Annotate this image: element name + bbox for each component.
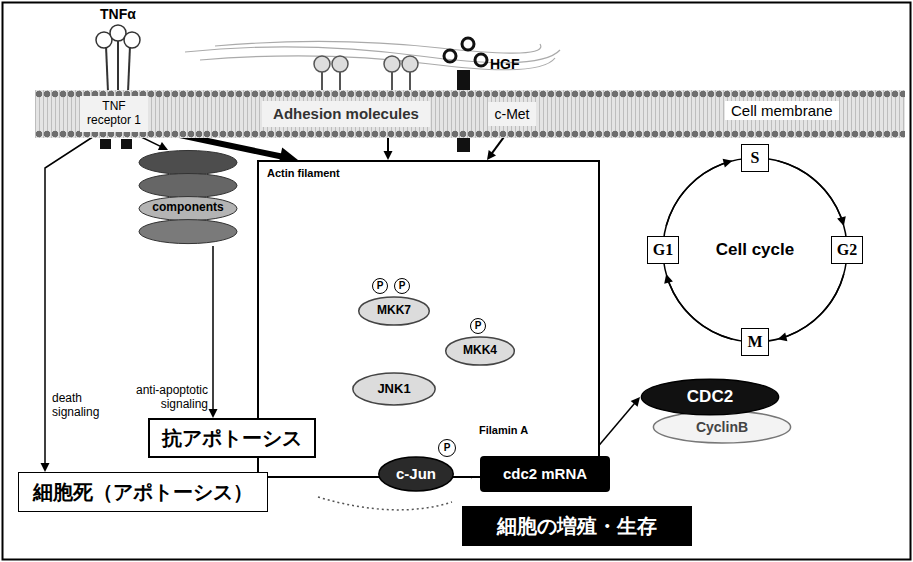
phospho-mark: P (438, 439, 456, 457)
phase-box: S (741, 144, 769, 172)
outcome-box: 細胞の増殖・生存 (462, 506, 692, 546)
node-text: c-Met (495, 106, 530, 122)
phospho-mark: P (372, 278, 388, 294)
phase-box: G2 (831, 236, 863, 264)
node-text: CDC2 (687, 387, 733, 407)
node-text: Cell membrane (725, 101, 839, 120)
connector-line (666, 163, 724, 226)
outcome-box: 抗アポトーシス (148, 418, 316, 458)
node-text: M (747, 333, 762, 351)
node-text: Actin filament (267, 167, 340, 180)
adhesion-receptors (314, 56, 418, 90)
arrowhead (631, 397, 640, 407)
connector (778, 274, 844, 341)
phospho-mark: P (470, 318, 486, 334)
node-text: 細胞死（アポトーシス） (33, 481, 253, 504)
node-text: S (751, 149, 760, 167)
edge-label: death signaling (52, 392, 116, 420)
connector-line (778, 161, 842, 218)
adhesion-label: Adhesion molecules (262, 101, 430, 127)
node-text: MKK7 (377, 304, 411, 318)
ellipse-outline (446, 337, 515, 365)
connector-line (786, 274, 844, 337)
complex-ellipse (139, 197, 237, 221)
node-text: components (138, 201, 238, 215)
node-text: MKK4 (463, 344, 497, 358)
connector (664, 274, 732, 339)
cell-cycle: Cell cycle S G2M G1 (625, 135, 885, 365)
stack-outline (138, 150, 238, 246)
frame (3, 3, 911, 560)
node-text: G1 (653, 241, 673, 259)
edge-label: anti-apoptotic signaling (118, 384, 208, 412)
node-text: CyclinB (696, 419, 748, 435)
node-text: Adhesion molecules (273, 105, 419, 122)
outcome-box: 細胞死（アポトーシス） (18, 472, 268, 512)
kinase-ellipse: MKK4 (445, 336, 515, 366)
dna-strand (318, 497, 452, 510)
ellipse-outline (353, 373, 435, 405)
ellipse-outline (359, 297, 430, 325)
node-text: JNK1 (377, 382, 410, 397)
phospho-mark: P (394, 278, 410, 294)
complex-ellipse (139, 150, 237, 174)
node-text: 細胞の増殖・生存 (497, 515, 657, 538)
hgf-ligand (444, 38, 487, 66)
complex-ellipse (139, 220, 237, 244)
node-text: G2 (837, 241, 857, 259)
ellipse-outline (379, 457, 453, 491)
ellipse-outline (641, 379, 778, 415)
node-text: 抗アポトーシス (162, 427, 302, 450)
connector (778, 161, 846, 226)
phase-box: M (741, 328, 769, 356)
phase-box: G1 (647, 236, 679, 264)
protein-ellipse: CDC2 (640, 378, 780, 416)
complex-ellipse (139, 174, 237, 198)
node-text: c-Jun (396, 465, 436, 482)
arrowhead (384, 151, 393, 160)
cell-membrane: Cell membrane TNF receptor 1 Adhesion mole… (35, 90, 905, 138)
node-text: cdc2 mRNA (503, 465, 587, 482)
receptor-label: TNF receptor 1 (80, 96, 148, 132)
kinase-ellipse: JNK1 (352, 372, 436, 406)
connector-line (212, 246, 214, 411)
connector (666, 159, 732, 226)
connector-line (669, 283, 733, 340)
mrna-box: cdc2 mRNA (480, 456, 610, 492)
ellipse-outline (653, 411, 790, 443)
connector (41, 132, 101, 472)
complex-stack: components (138, 150, 238, 246)
connector (209, 246, 218, 418)
ligand-label: TNFα (100, 6, 136, 22)
arrowhead (487, 150, 496, 160)
kinase-ellipse: MKK7 (358, 296, 430, 326)
arrowhead (158, 142, 168, 150)
transcription-factor: c-Jun (378, 456, 454, 492)
node-text: TNF receptor 1 (83, 100, 145, 128)
cycle-circle (663, 158, 847, 342)
arrowhead (41, 463, 50, 472)
node-text: Filamin A (479, 424, 528, 437)
arrowhead (209, 409, 218, 418)
node-text: Cell cycle (716, 240, 794, 260)
receptor-label: c-Met (488, 102, 536, 126)
ligand-label: HGF (490, 56, 520, 72)
